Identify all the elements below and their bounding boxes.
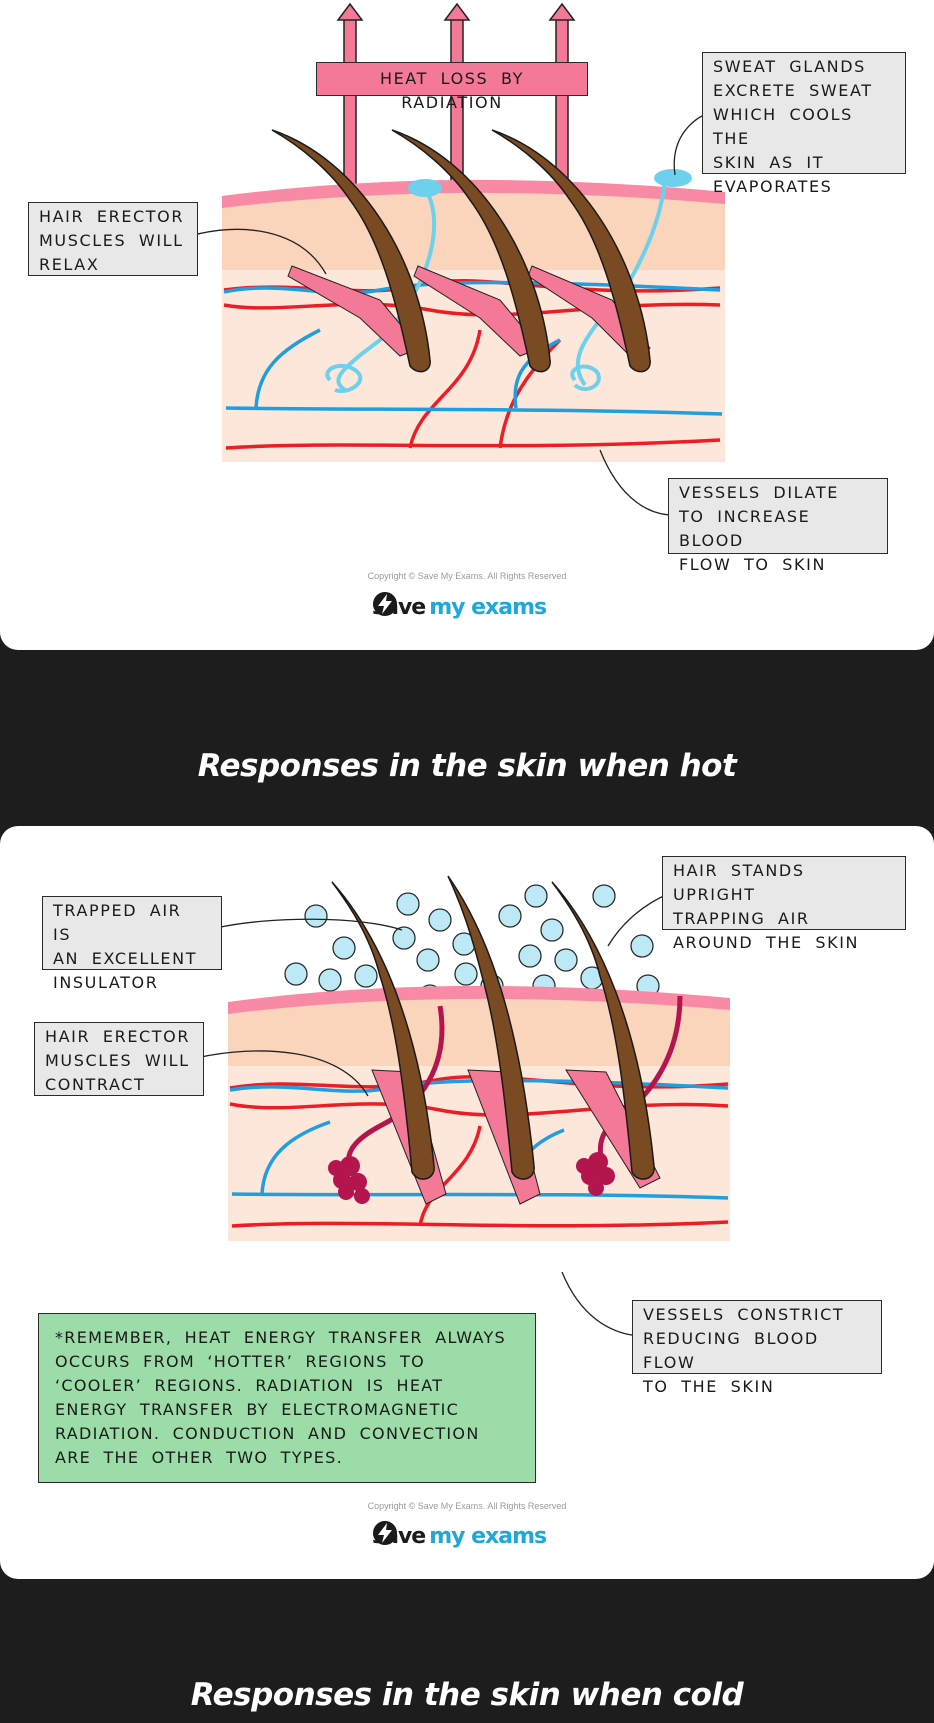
copyright-text: Copyright © Save My Exams. All Rights Re… bbox=[367, 571, 567, 581]
heat-transfer-note: *REMEMBER, HEAT ENERGY TRANSFER ALWAYS O… bbox=[38, 1313, 536, 1483]
logo-word-myexams: my exams bbox=[429, 594, 547, 620]
vessels-constrict-label: VESSELS CONSTRICT REDUCING BLOOD FLOW TO… bbox=[632, 1300, 882, 1396]
save-my-exams-logo: save my exams bbox=[372, 591, 547, 623]
hot-erector-muscles bbox=[287, 265, 651, 357]
sweat-droplets bbox=[408, 169, 692, 197]
lightning-bolt-icon bbox=[373, 1521, 397, 1545]
hot-caption: Responses in the skin when hot bbox=[197, 748, 737, 784]
lightning-bolt-icon bbox=[373, 592, 397, 616]
cold-diagram-panel: TRAPPED AIR IS AN EXCELLENT INSULATOR HA… bbox=[0, 826, 934, 1579]
erector-contract-label: HAIR ERECTOR MUSCLES WILL CONTRACT bbox=[34, 1022, 204, 1096]
hot-skin-layers bbox=[222, 179, 725, 463]
copyright-text: Copyright © Save My Exams. All Rights Re… bbox=[367, 1501, 567, 1511]
hair-upright-label: HAIR STANDS UPRIGHT TRAPPING AIR AROUND … bbox=[662, 856, 906, 952]
cold-skin-diagram bbox=[192, 875, 730, 1340]
erector-relax-label: HAIR ERECTOR MUSCLES WILL RELAX bbox=[28, 202, 198, 276]
cold-hairs bbox=[331, 875, 655, 1180]
cold-caption: Responses in the skin when cold bbox=[190, 1677, 744, 1713]
hot-hairs bbox=[271, 129, 651, 373]
save-my-exams-logo: save my exams bbox=[372, 1520, 547, 1552]
hot-diagram-panel: HEAT LOSS BY RADIATION SWEAT GLANDS EXCR… bbox=[0, 0, 934, 650]
heat-loss-label: HEAT LOSS BY RADIATION bbox=[316, 62, 588, 112]
sweat-glands-label: SWEAT GLANDS EXCRETE SWEAT WHICH COOLS T… bbox=[702, 52, 906, 196]
constricted-vessel-coils bbox=[328, 1152, 615, 1204]
logo-word-myexams: my exams bbox=[429, 1523, 547, 1549]
vessels-dilate-label: VESSELS DILATE TO INCREASE BLOOD FLOW TO… bbox=[668, 478, 888, 574]
trapped-air-label: TRAPPED AIR IS AN EXCELLENT INSULATOR bbox=[42, 896, 222, 992]
radiation-arrows bbox=[336, 2, 576, 189]
hot-skin-diagram bbox=[186, 2, 725, 519]
